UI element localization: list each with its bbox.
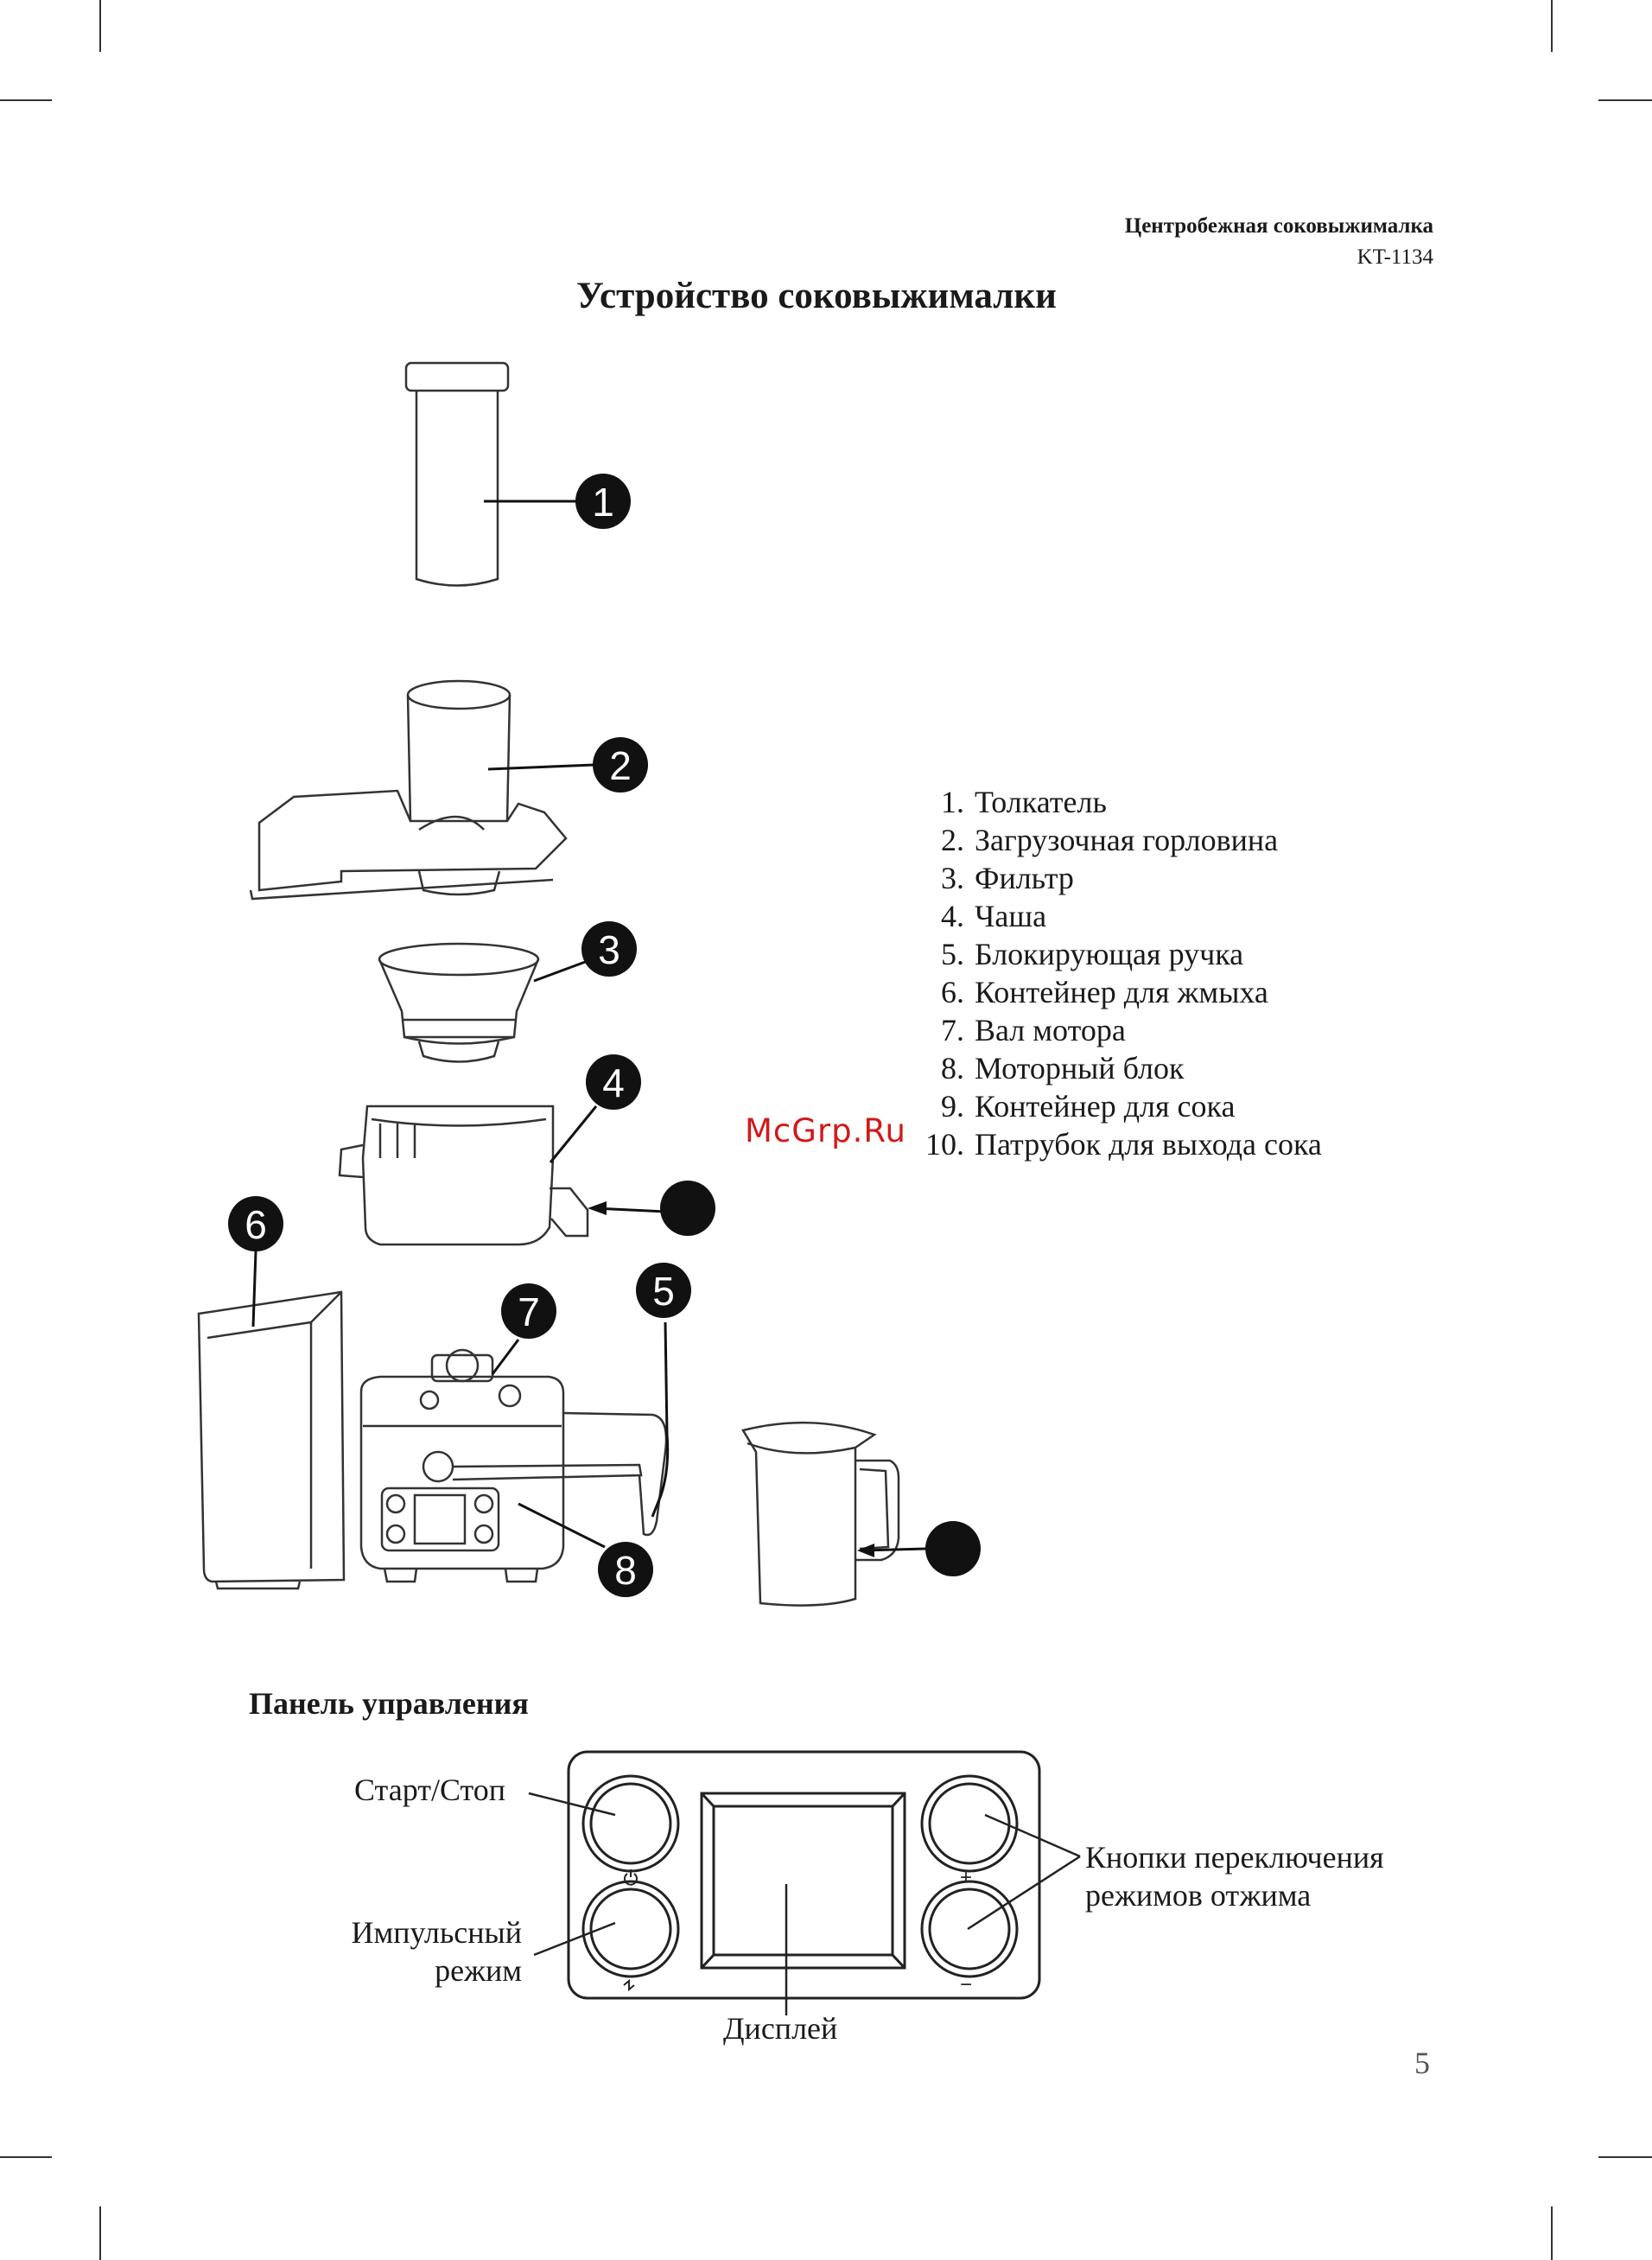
control-panel-heading: Панель управления [249, 1686, 529, 1721]
crop-mark [1551, 0, 1553, 52]
display-label: Дисплей [723, 2011, 838, 2046]
crop-mark [1598, 2156, 1652, 2158]
list-item: 5.Блокирующая ручка [941, 937, 1244, 971]
power-icon [624, 1869, 638, 1886]
header-title: Центробежная соковыжималка [1124, 214, 1433, 238]
pulp-container-drawing [197, 1290, 346, 1590]
parts-list: 1.Толкатель 2.Загрузочная горловина 3.Фи… [914, 783, 1322, 1163]
crop-mark [1551, 2206, 1553, 2260]
header-model: KT-1134 [1357, 245, 1433, 269]
pusher-drawing [404, 361, 510, 587]
minus-symbol: − [960, 1973, 972, 1996]
feed-chute-drawing [249, 679, 568, 901]
pulse-mode-label: Импульсный режим [351, 1915, 522, 1988]
list-item: 7.Вал мотора [941, 1013, 1126, 1047]
pulse-icon [623, 1978, 635, 1992]
filter-drawing [378, 942, 540, 1063]
list-item: 10.Патрубок для выхода сока [925, 1127, 1322, 1162]
callout-1: 1 [592, 480, 614, 525]
callout-disc-blank [925, 1521, 981, 1576]
callout-8: 8 [614, 1548, 637, 1593]
juice-jug-drawing [741, 1421, 900, 1607]
bowl-drawing [338, 1105, 589, 1246]
crop-mark [1598, 99, 1652, 101]
callout-5: 5 [652, 1269, 675, 1314]
list-item: 2.Загрузочная горловина [941, 823, 1279, 857]
crop-mark [0, 99, 52, 101]
plus-symbol: + [960, 1866, 972, 1889]
callout-3: 3 [598, 927, 620, 972]
list-item: 6.Контейнер для жмыха [941, 975, 1268, 1009]
watermark-link[interactable]: McGrp.Ru [745, 1112, 906, 1149]
callout-6: 6 [245, 1202, 267, 1247]
callout-2: 2 [609, 743, 632, 788]
page-number: 5 [1414, 2046, 1430, 2080]
list-item: 8.Моторный блок [941, 1051, 1185, 1085]
callout-7: 7 [518, 1289, 540, 1334]
callout-4: 4 [602, 1060, 625, 1105]
page-title: Устройство соковыжималки [576, 276, 1057, 316]
mode-buttons-label: Кнопки переключения режимов отжима [1085, 1840, 1384, 1913]
callout-disc-blank [660, 1181, 715, 1236]
crop-mark [0, 2156, 52, 2158]
list-item: 3.Фильтр [941, 861, 1074, 895]
list-item: 4.Чаша [941, 899, 1047, 933]
crop-mark [99, 0, 101, 52]
list-item: 9.Контейнер для сока [941, 1089, 1236, 1124]
crop-mark [99, 2206, 101, 2260]
list-item: 1.Толкатель [941, 785, 1107, 819]
start-stop-label: Старт/Стоп [354, 1773, 506, 1807]
control-panel-drawing [567, 1750, 1041, 2000]
motor-base-drawing [359, 1348, 668, 1583]
